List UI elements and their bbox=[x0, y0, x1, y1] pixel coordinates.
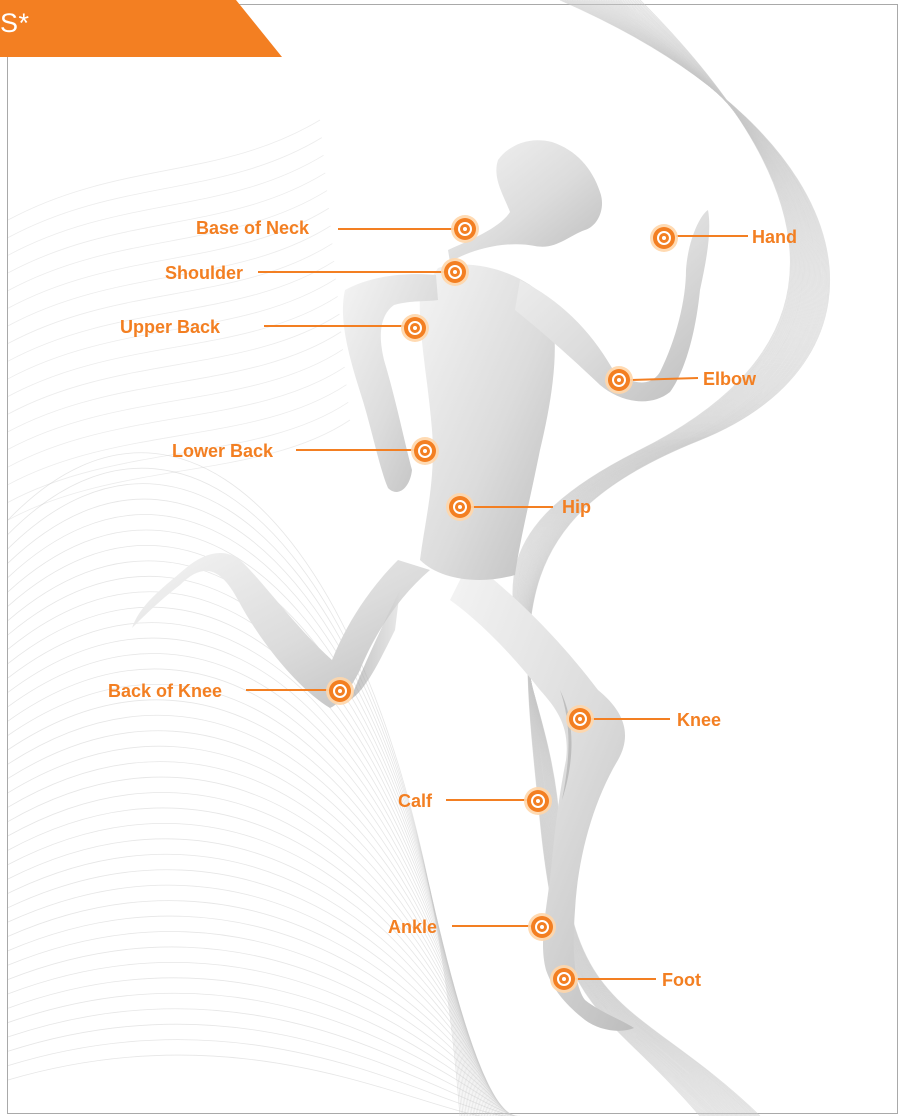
target-icon-ankle bbox=[531, 916, 553, 938]
label-back-of-knee: Back of Knee bbox=[108, 682, 222, 700]
wave-line bbox=[8, 576, 472, 1116]
label-hip: Hip bbox=[562, 498, 591, 516]
wave-line bbox=[8, 349, 343, 449]
label-calf: Calf bbox=[398, 792, 432, 810]
target-icon-hip bbox=[449, 496, 471, 518]
target-icon-foot bbox=[553, 968, 575, 990]
wave-line bbox=[8, 962, 511, 1116]
wave-line bbox=[8, 296, 338, 396]
wave-line bbox=[8, 1055, 520, 1116]
title-banner: S* bbox=[0, 0, 282, 57]
wave-line bbox=[8, 120, 320, 220]
wave-line bbox=[8, 669, 482, 1116]
target-icon-base-of-neck bbox=[454, 218, 476, 240]
banner-title: S* bbox=[0, 8, 30, 39]
label-knee: Knee bbox=[677, 711, 721, 729]
wave-line bbox=[8, 777, 492, 1116]
target-icon-elbow bbox=[608, 369, 630, 391]
target-icon-hand bbox=[653, 227, 675, 249]
background-wave-lines bbox=[8, 0, 830, 1116]
wave-line bbox=[8, 420, 350, 520]
label-upper-back: Upper Back bbox=[120, 318, 220, 336]
wave-line bbox=[8, 993, 514, 1116]
wave-line bbox=[8, 684, 483, 1116]
wave-line bbox=[8, 453, 460, 1116]
label-base-of-neck: Base of Neck bbox=[196, 219, 309, 237]
target-icon-shoulder bbox=[444, 261, 466, 283]
wave-line bbox=[8, 1040, 518, 1116]
label-lower-back: Lower Back bbox=[172, 442, 273, 460]
target-icon-upper-back bbox=[404, 317, 426, 339]
wave-line bbox=[8, 762, 491, 1116]
wave-line bbox=[8, 332, 341, 432]
label-elbow: Elbow bbox=[703, 370, 756, 388]
target-icon-knee bbox=[569, 708, 591, 730]
wave-line bbox=[8, 947, 509, 1116]
wave-line bbox=[8, 623, 477, 1116]
label-hand: Hand bbox=[752, 228, 797, 246]
target-icon-back-of-knee bbox=[329, 680, 351, 702]
label-shoulder: Shoulder bbox=[165, 264, 243, 282]
target-icon-lower-back bbox=[414, 440, 436, 462]
wave-line bbox=[8, 638, 478, 1116]
label-ankle: Ankle bbox=[388, 918, 437, 936]
label-foot: Foot bbox=[662, 971, 701, 989]
target-icon-calf bbox=[527, 790, 549, 812]
wave-line bbox=[8, 385, 346, 485]
